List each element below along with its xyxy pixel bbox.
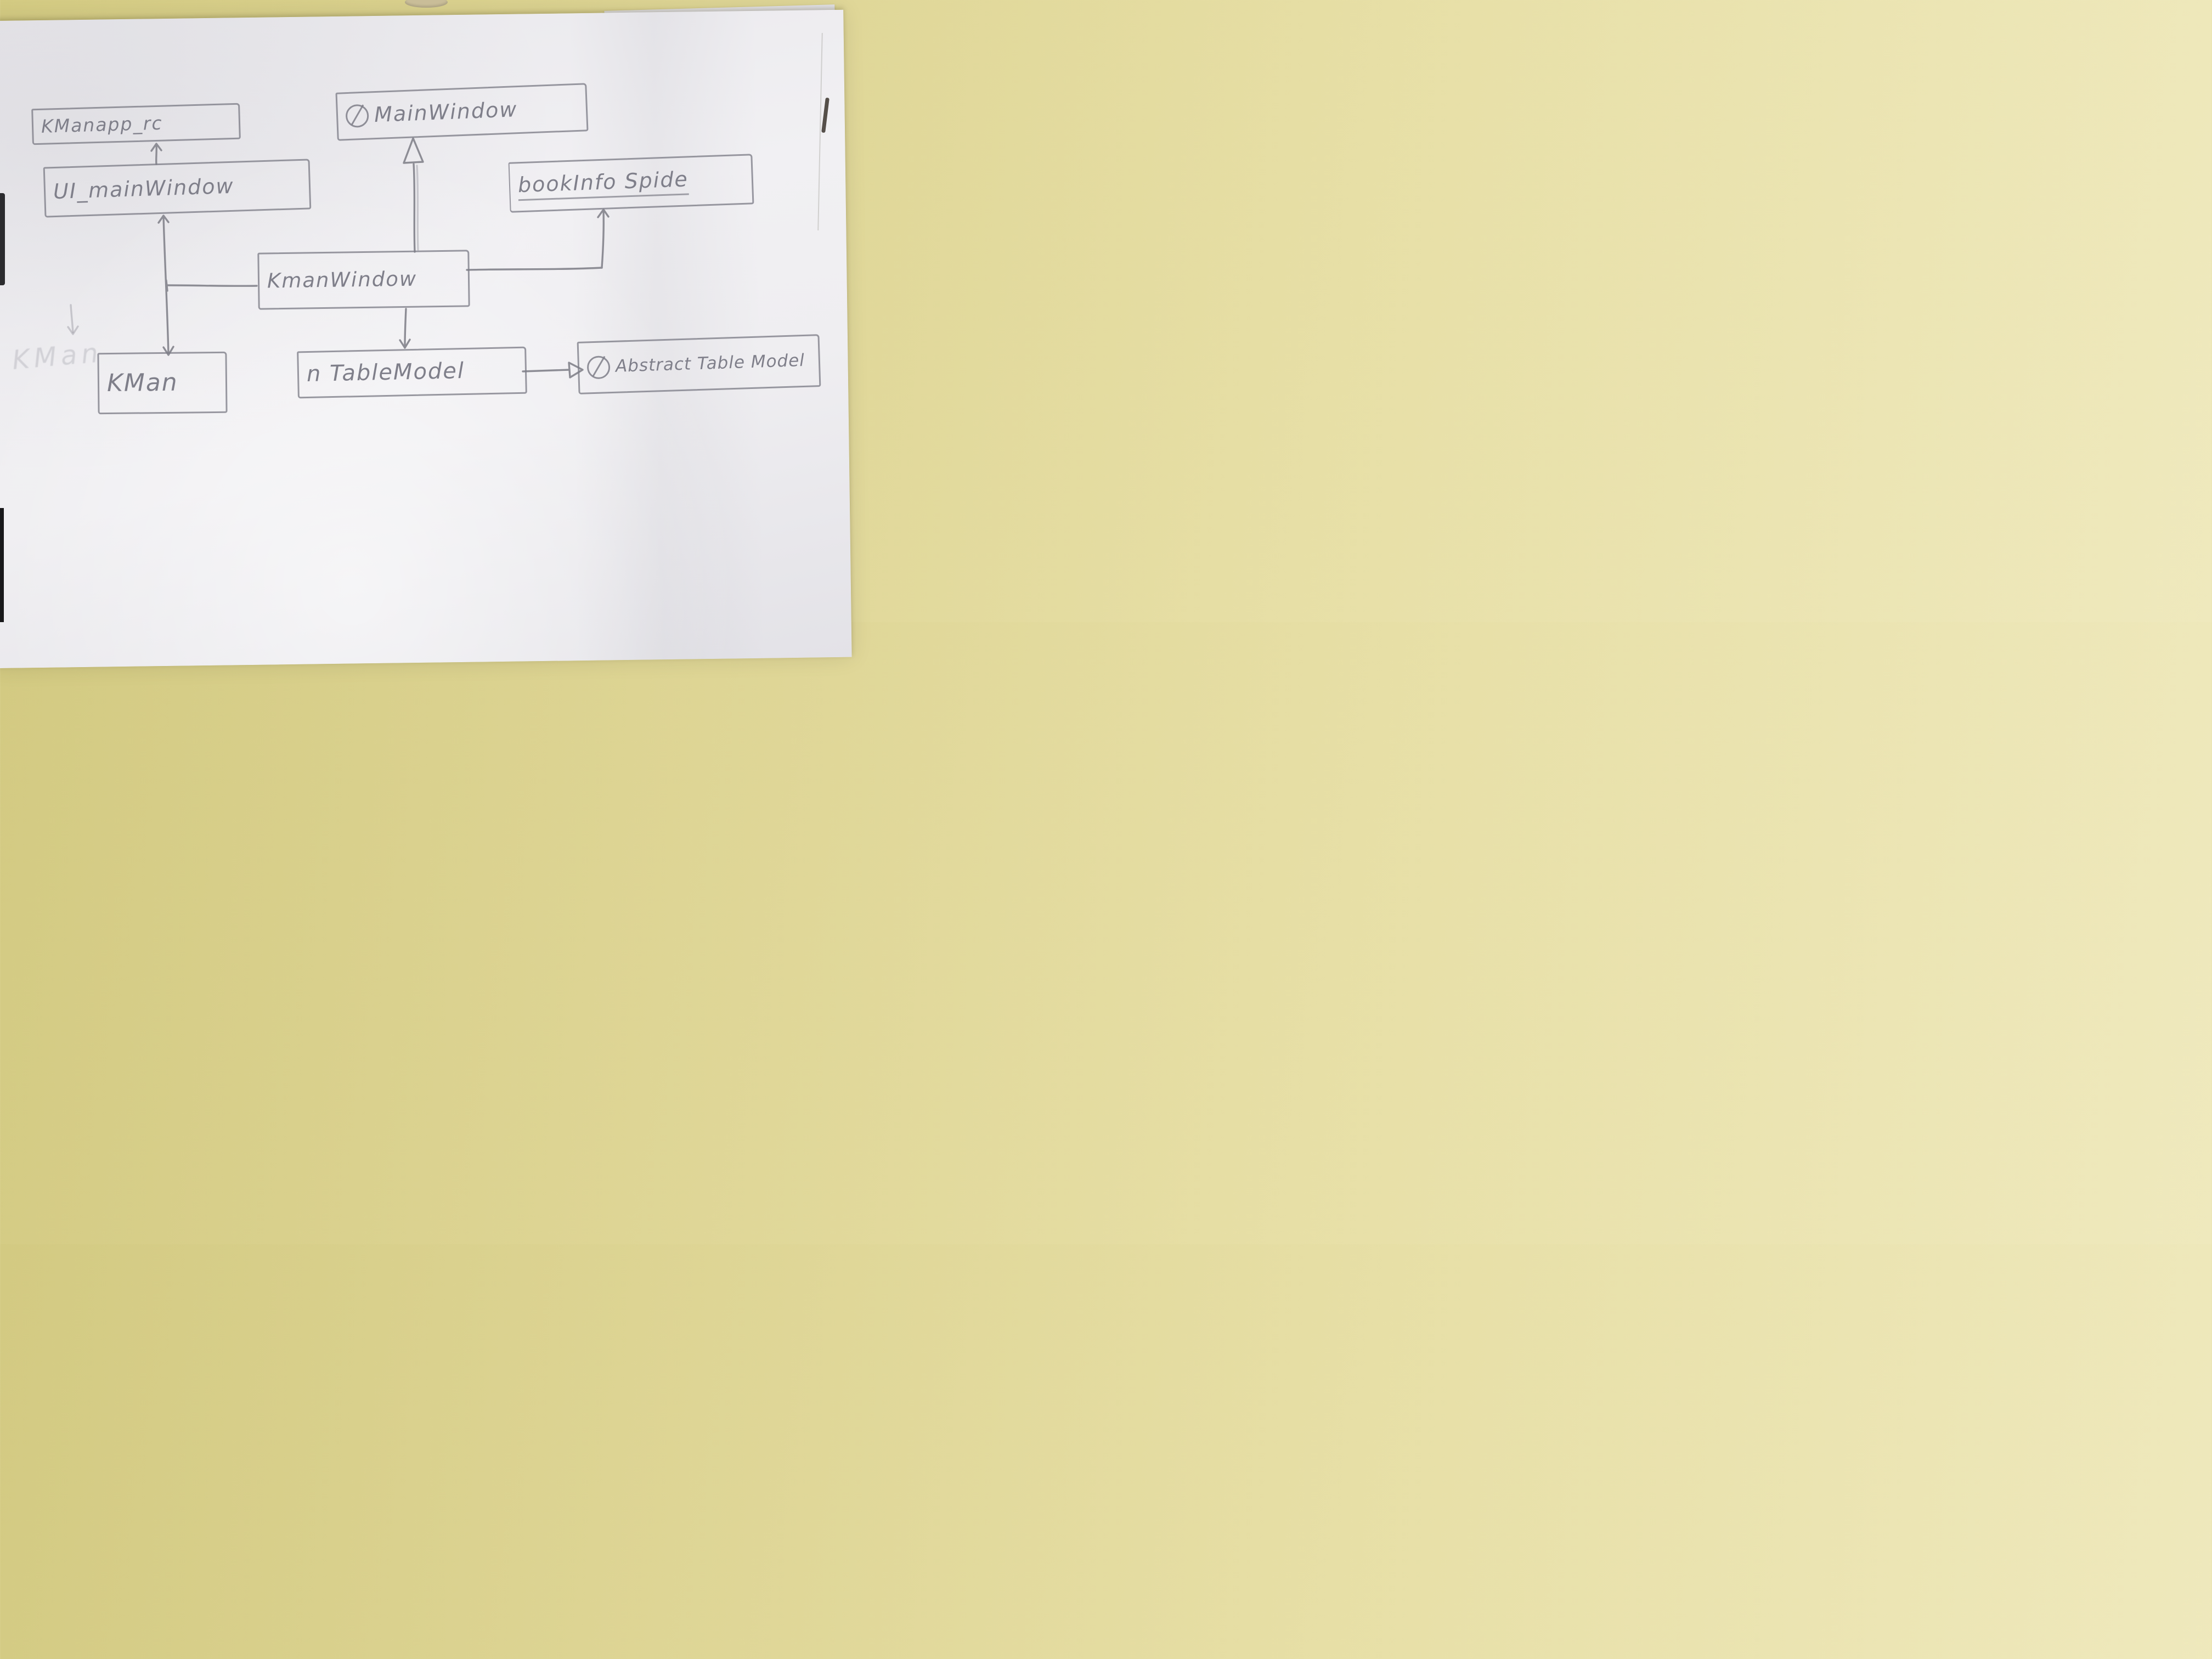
- node-kmanapp-rc: KManapp_rc: [31, 103, 241, 145]
- node-label: Abstract Table Model: [615, 350, 805, 376]
- node-kman: KMan: [97, 351, 228, 415]
- node-label: bookInfo Spide: [517, 166, 689, 201]
- node-qmainwindow: MainWindow: [335, 83, 589, 141]
- q-circle-icon: [345, 104, 369, 128]
- node-label: KmanWindow: [267, 267, 417, 292]
- table-edge-sliver: [0, 508, 4, 622]
- q-circle-icon: [586, 356, 611, 380]
- node-label: KManapp_rc: [41, 112, 163, 137]
- desk-object: [405, 0, 448, 8]
- photo-of-hand-drawn-class-diagram: { "scene": { "background_color": "#ddd49…: [0, 0, 852, 669]
- node-label: KMan: [106, 368, 178, 397]
- table-edge-sliver: [0, 193, 5, 285]
- node-label: MainWindow: [374, 97, 518, 127]
- node-kmanwindow: KmanWindow: [257, 250, 470, 310]
- node-qabstracttablemodel: Abstract Table Model: [577, 334, 821, 394]
- node-ui-mainwindow: UI_mainWindow: [43, 159, 312, 218]
- node-bookinfospide: bookInfo Spide: [508, 154, 754, 213]
- node-label: n TableModel: [306, 358, 465, 387]
- node-ntablemodel: n TableModel: [297, 346, 527, 399]
- node-label: UI_mainWindow: [53, 173, 235, 204]
